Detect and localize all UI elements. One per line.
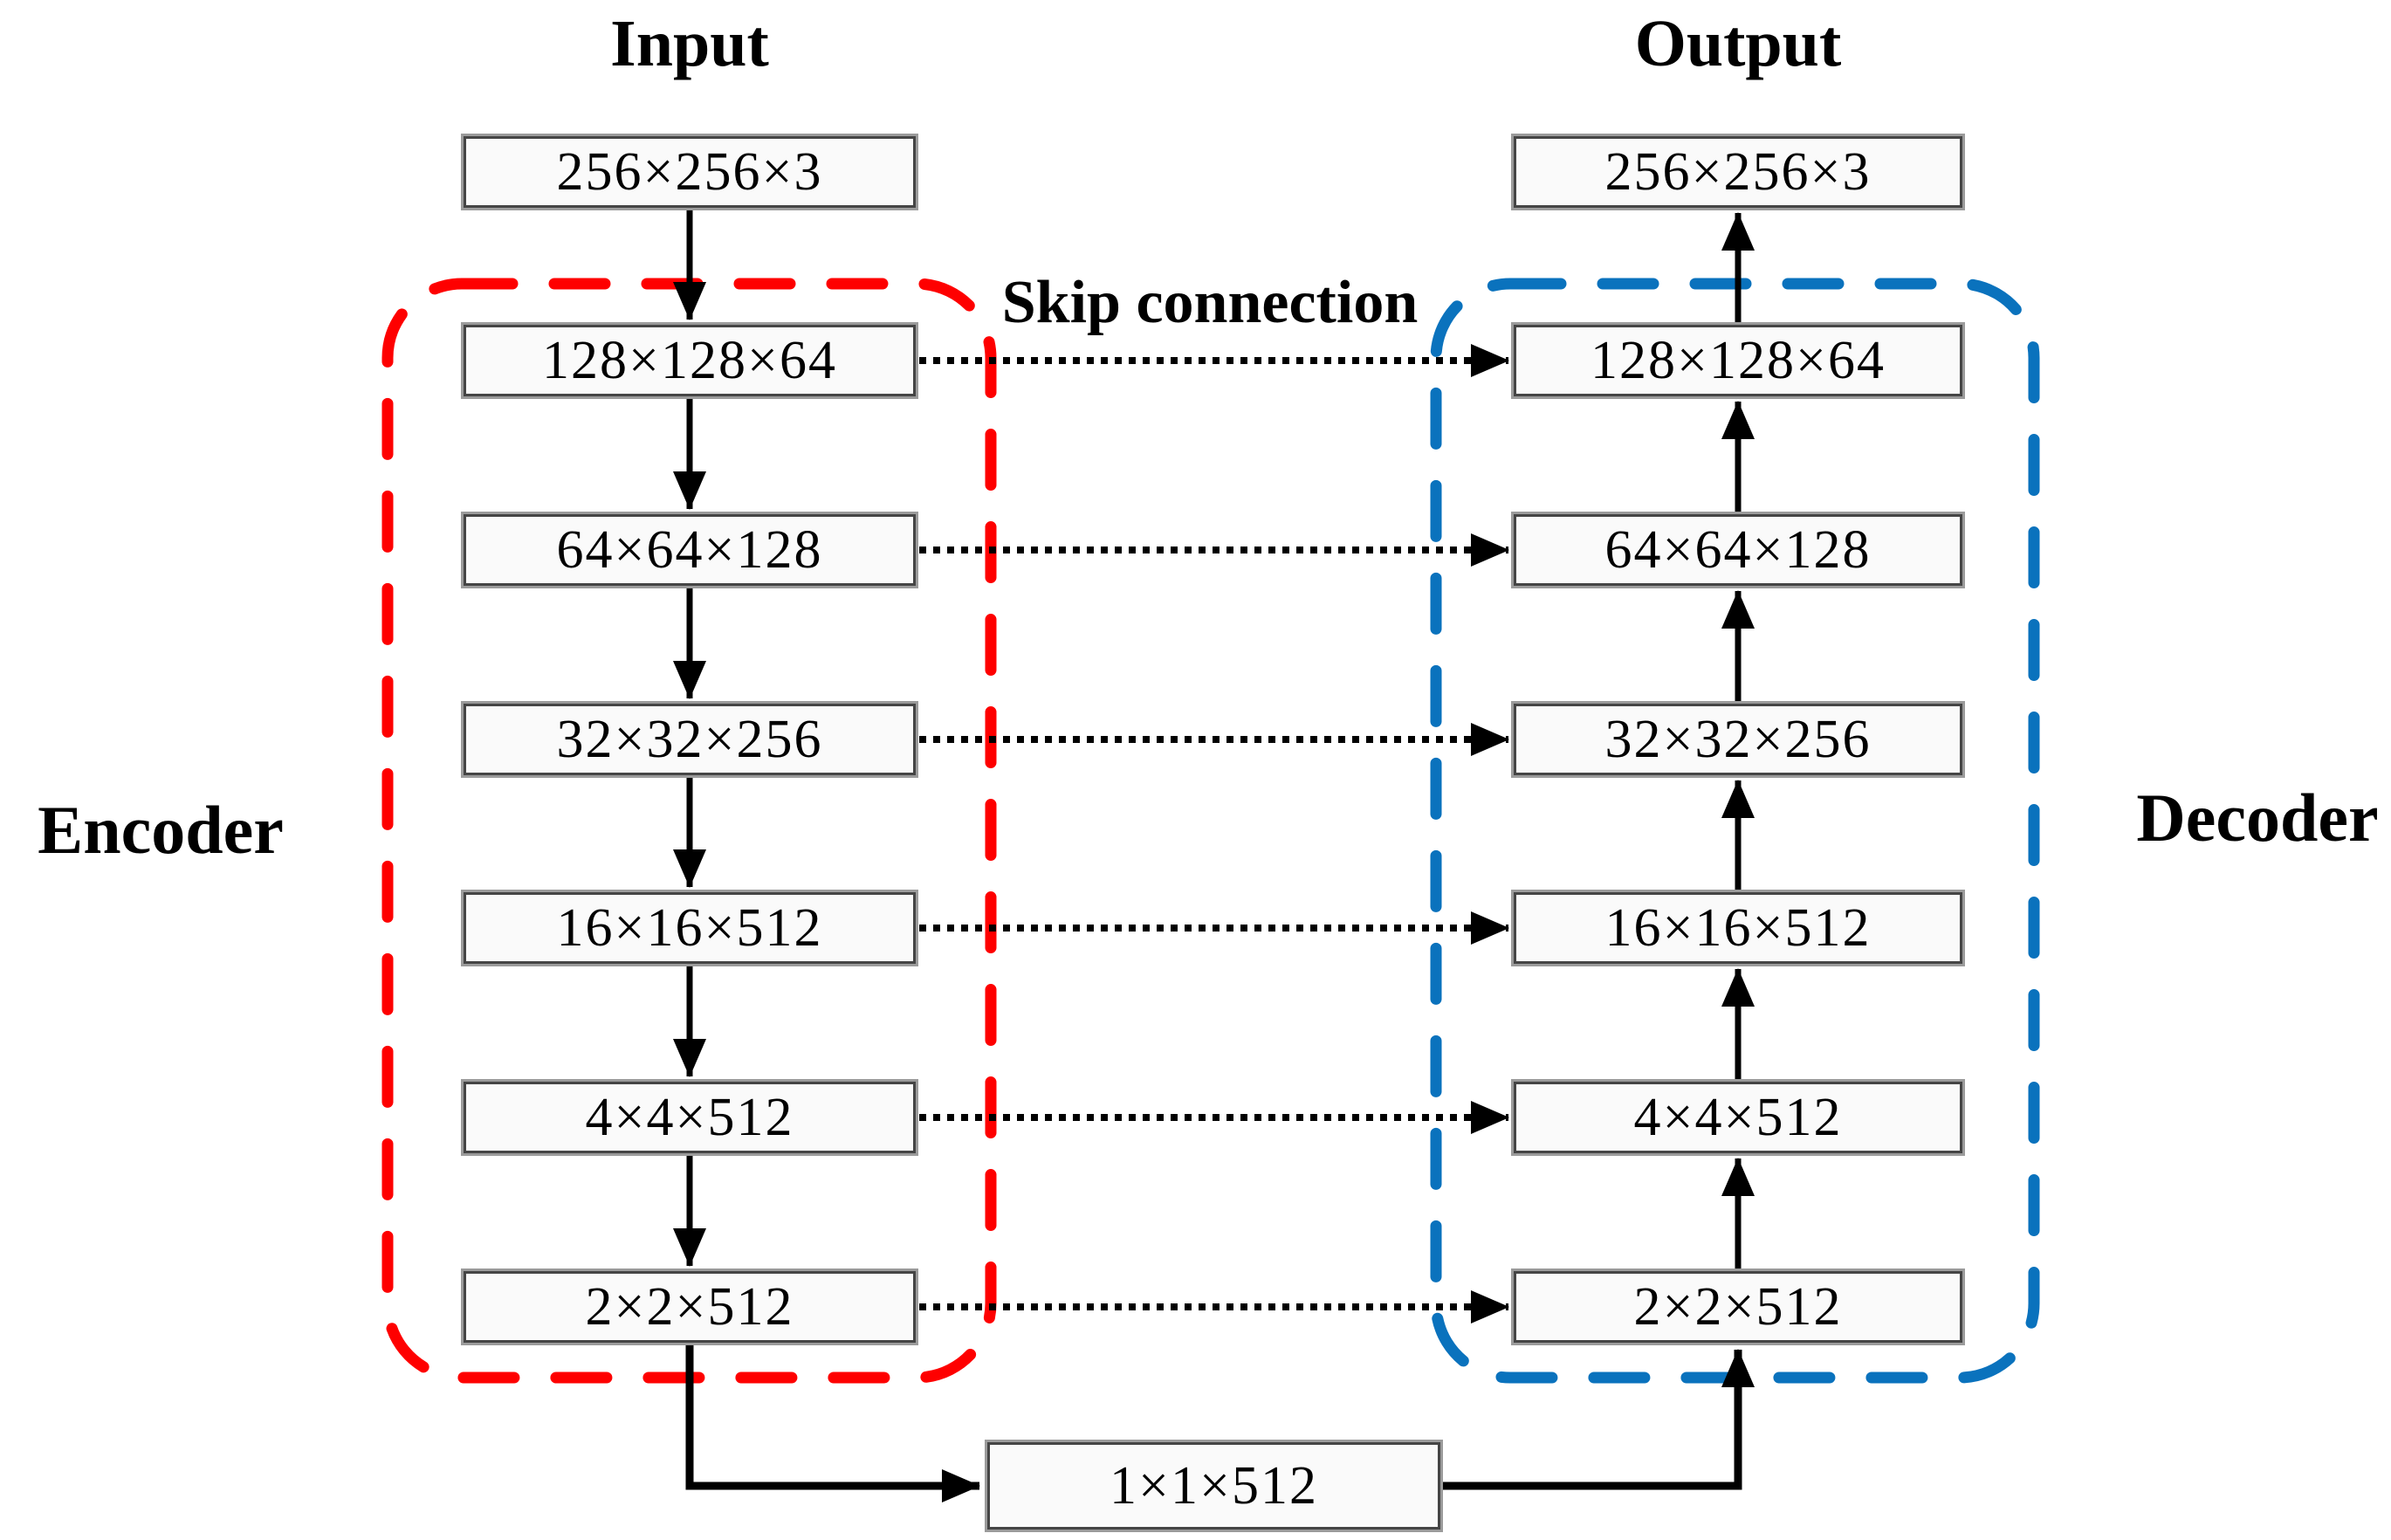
output-title: Output [1634,7,1842,80]
layer-dimension-label: 1×1×512 [1110,1456,1318,1516]
encoder-layer-box-6: 2×2×512 [464,1271,916,1343]
layer-dimension-label: 128×128×64 [1591,331,1886,390]
decoder-layer-box-5: 4×4×512 [1514,1082,1962,1153]
layer-dimension-label: 32×32×256 [556,710,823,769]
layer-dimension-label: 16×16×512 [1604,898,1872,958]
encoder-layer-box-2: 64×64×128 [464,514,916,586]
layer-dimension-label: 64×64×128 [1604,520,1872,580]
encoder-layer-box-4: 16×16×512 [464,892,916,964]
layer-dimension-label: 256×256×3 [1604,142,1872,202]
decoder-layer-box-6: 2×2×512 [1514,1271,1962,1343]
bottleneck-layer-box: 1×1×512 [987,1442,1440,1530]
encoder-layer-box-1: 128×128×64 [464,325,916,396]
decoder-layer-box-1: 128×128×64 [1514,325,1962,396]
layer-dimension-label: 4×4×512 [585,1088,794,1147]
input-layer-box: 256×256×3 [464,136,916,208]
input-title: Input [610,7,769,80]
decoder-label: Decoder [2136,780,2379,856]
encoder-label: Encoder [38,792,284,868]
decoder-layer-box-4: 16×16×512 [1514,892,1962,964]
layer-dimension-label: 2×2×512 [585,1277,794,1337]
encoder-layer-box-3: 32×32×256 [464,704,916,775]
layer-dimension-label: 32×32×256 [1604,710,1872,769]
layer-dimension-label: 2×2×512 [1633,1277,1843,1337]
output-layer-box: 256×256×3 [1514,136,1962,208]
layer-dimension-label: 64×64×128 [556,520,823,580]
layer-dimension-label: 4×4×512 [1633,1088,1843,1147]
decoder-layer-box-2: 64×64×128 [1514,514,1962,586]
skip-connection-arrows [919,344,1509,1323]
layer-dimension-label: 128×128×64 [542,331,837,390]
skip-connection-label: Skip connection [1001,269,1419,336]
layer-dimension-label: 16×16×512 [556,898,823,958]
bottleneck-connectors [685,1343,1755,1502]
layer-dimension-label: 256×256×3 [556,142,823,202]
decoder-layer-box-3: 32×32×256 [1514,704,1962,775]
encoder-layer-box-5: 4×4×512 [464,1082,916,1153]
